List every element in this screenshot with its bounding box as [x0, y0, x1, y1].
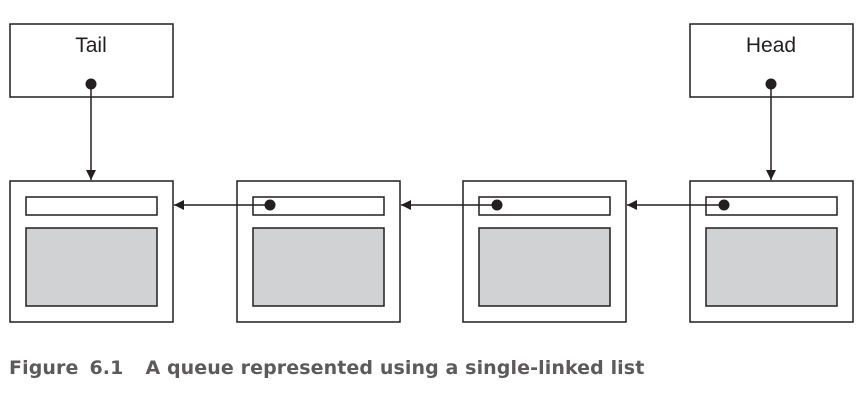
head-pointer: Head	[689, 23, 854, 98]
data-field	[478, 227, 611, 307]
list-node	[236, 180, 401, 323]
caption-number: 6.1	[89, 357, 124, 379]
list-node	[689, 180, 854, 323]
caption-label: Figure	[9, 357, 79, 379]
data-field	[705, 227, 838, 307]
next-field	[252, 196, 385, 216]
data-field	[25, 227, 158, 307]
list-node	[9, 180, 174, 323]
queue-diagram: Tail Head	[9, 23, 854, 323]
data-field	[252, 227, 385, 307]
next-field	[705, 196, 838, 216]
caption-text: A queue represented using a single-linke…	[145, 357, 645, 379]
next-field	[25, 196, 158, 216]
head-label: Head	[746, 34, 796, 57]
figure-caption: Figure 6.1 A queue represented using a sin…	[9, 357, 644, 379]
list-node	[462, 180, 627, 323]
next-field	[478, 196, 611, 216]
tail-label: Tail	[75, 34, 107, 57]
